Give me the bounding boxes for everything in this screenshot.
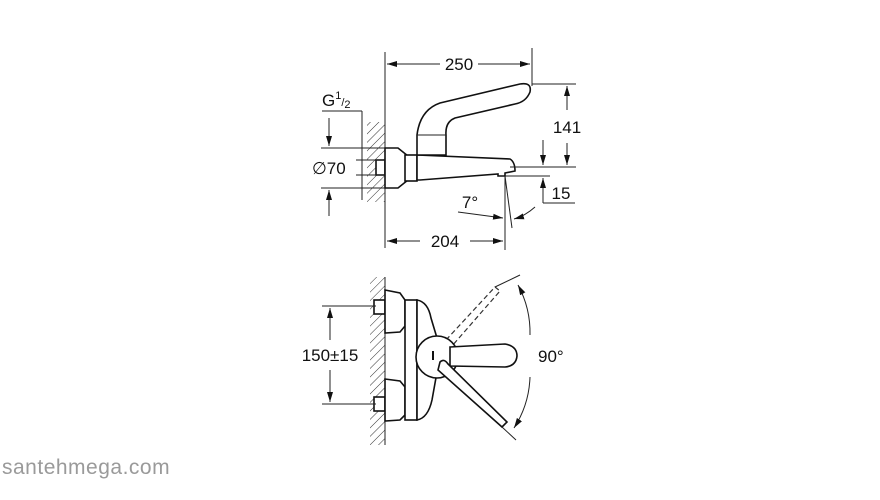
dim-lever-rotation: 90°	[538, 347, 564, 366]
dim-inlet-spacing: 150±15	[302, 346, 359, 365]
dim-spout-reach: 204	[431, 232, 459, 251]
dim-spout-angle: 7°	[462, 193, 478, 212]
watermark: santehmega.com	[2, 456, 171, 479]
dim-escutcheon-diameter: ∅70	[312, 159, 346, 178]
side-view: 250 141 15 7° 204 G1/2 ∅70	[312, 48, 581, 251]
mixer-front	[373, 286, 518, 429]
dim-overall-length: 250	[445, 55, 473, 74]
front-view: 150±15 90°	[302, 274, 564, 445]
dim-spout-offset: 15	[552, 184, 571, 203]
thread-label: G1/2	[322, 90, 351, 111]
dim-height: 141	[553, 118, 581, 137]
faucet-side	[375, 82, 532, 189]
